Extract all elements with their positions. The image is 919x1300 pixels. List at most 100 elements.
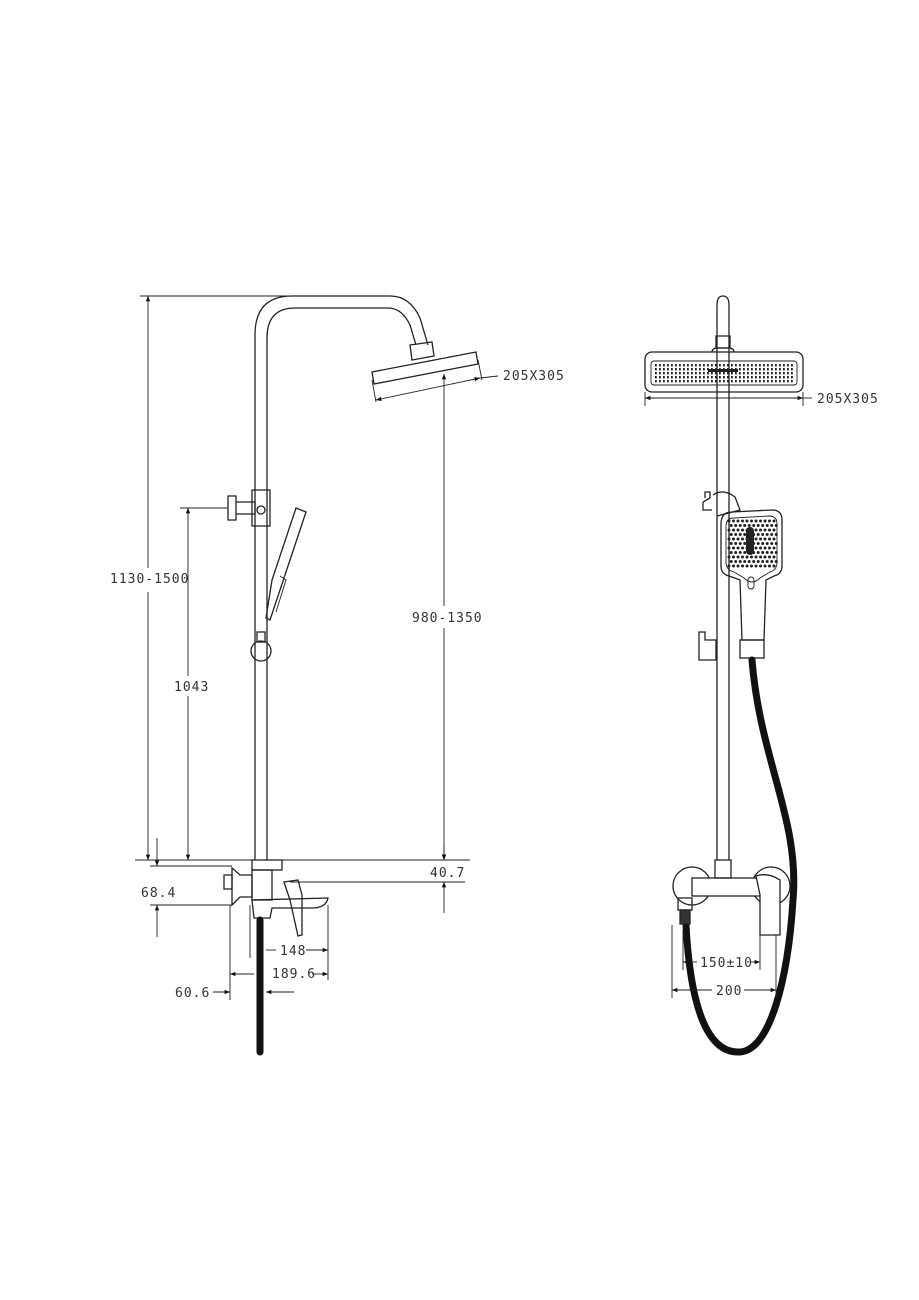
nozzle-dot bbox=[723, 380, 725, 383]
nozzle-dot bbox=[783, 368, 785, 371]
nozzle-dot bbox=[715, 364, 717, 367]
nozzle-dot bbox=[655, 376, 657, 379]
nozzle-dot bbox=[763, 380, 765, 383]
dim-centers: 150±10 bbox=[700, 956, 753, 971]
nozzle-dot bbox=[659, 380, 661, 383]
nozzle-dot bbox=[745, 564, 749, 568]
nozzle-dot bbox=[731, 364, 733, 367]
nozzle-dot bbox=[671, 380, 673, 383]
nozzle-dot bbox=[736, 555, 740, 559]
nozzle-dot bbox=[765, 542, 769, 545]
nozzle-dot bbox=[743, 364, 745, 367]
slide-knob bbox=[250, 640, 272, 662]
nozzle-dot bbox=[679, 372, 681, 375]
nozzle-dot bbox=[736, 519, 740, 523]
nozzle-dot bbox=[741, 519, 744, 523]
nozzle-dot bbox=[747, 372, 749, 375]
nozzle-dot bbox=[772, 555, 776, 559]
nozzle-dot bbox=[671, 368, 673, 371]
nozzle-dot bbox=[743, 551, 747, 554]
nozzle-dot bbox=[667, 372, 669, 375]
nozzle-dot bbox=[765, 533, 769, 536]
nozzle-dot bbox=[741, 537, 744, 541]
dim-head-size-side: 205X305 bbox=[503, 369, 565, 384]
nozzle-dot bbox=[787, 376, 789, 379]
nozzle-dot bbox=[727, 372, 729, 375]
nozzle-dot bbox=[767, 364, 769, 367]
nozzle-dot bbox=[707, 376, 709, 379]
slide-bracket bbox=[227, 489, 271, 527]
nozzle-dot bbox=[736, 564, 740, 568]
nozzle-dot bbox=[675, 376, 677, 379]
nozzle-dot bbox=[743, 380, 745, 383]
nozzle-dot bbox=[759, 546, 762, 550]
nozzle-dot bbox=[741, 555, 744, 559]
nozzle-dot bbox=[715, 380, 717, 383]
nozzle-dot bbox=[655, 364, 657, 367]
nozzle-dot bbox=[679, 368, 681, 371]
dim-offset-68: 68.4 bbox=[141, 886, 176, 901]
nozzle-dot bbox=[768, 555, 771, 559]
nozzle-dot bbox=[695, 376, 697, 379]
nozzle-dot bbox=[739, 372, 741, 375]
nozzle-dot bbox=[732, 555, 735, 559]
nozzle-dot bbox=[750, 519, 753, 523]
nozzle-dot bbox=[739, 376, 741, 379]
nozzle-dot bbox=[734, 524, 738, 527]
nozzle-dot bbox=[775, 376, 777, 379]
nozzle-dot bbox=[739, 380, 741, 383]
nozzle-dot bbox=[735, 364, 737, 367]
nozzle-dot bbox=[687, 364, 689, 367]
nozzle-dot bbox=[707, 368, 709, 371]
nozzle-dot bbox=[770, 542, 774, 545]
nozzle-dot bbox=[691, 380, 693, 383]
nozzle-dot bbox=[655, 372, 657, 375]
nozzle-dot bbox=[756, 560, 760, 563]
nozzle-dot bbox=[659, 376, 661, 379]
dim-total-height: 1130-1500 bbox=[110, 572, 189, 587]
nozzle-dot bbox=[679, 364, 681, 367]
nozzle-dot bbox=[719, 376, 721, 379]
overhead-shower-front bbox=[644, 351, 804, 393]
nozzle-dot bbox=[691, 376, 693, 379]
dim-spout-148: 148 bbox=[280, 944, 306, 959]
nozzle-dot bbox=[729, 542, 733, 545]
nozzle-dot bbox=[703, 368, 705, 371]
nozzle-dot bbox=[741, 546, 744, 550]
nozzle-dot bbox=[770, 524, 774, 527]
nozzle-dot bbox=[738, 560, 742, 563]
nozzle-dot bbox=[751, 376, 753, 379]
nozzle-dot bbox=[759, 364, 761, 367]
nozzle-dot bbox=[754, 546, 758, 550]
nozzle-dot bbox=[759, 380, 761, 383]
nozzle-dot bbox=[727, 528, 731, 532]
nozzle-dot bbox=[691, 368, 693, 371]
nozzle-dot bbox=[743, 376, 745, 379]
nozzle-dot bbox=[738, 524, 742, 527]
nozzle-dot bbox=[791, 380, 793, 383]
nozzle-dot bbox=[663, 380, 665, 383]
nozzle-dot bbox=[699, 372, 701, 375]
dim-head-height: 980-1350 bbox=[412, 611, 483, 626]
nozzle-dot bbox=[763, 528, 767, 532]
nozzle-dot bbox=[747, 524, 751, 527]
nozzle-dot bbox=[727, 537, 731, 541]
nozzle-dot bbox=[734, 551, 738, 554]
nozzle-dot bbox=[779, 368, 781, 371]
nozzle-dot bbox=[729, 524, 733, 527]
nozzle-dot bbox=[774, 533, 778, 536]
nozzle-dot bbox=[761, 542, 765, 545]
mixer-valve-front bbox=[672, 859, 791, 936]
nozzle-dot bbox=[734, 542, 738, 545]
nozzle-dot bbox=[695, 372, 697, 375]
nozzle-dot bbox=[756, 542, 760, 545]
nozzle-dot bbox=[736, 546, 740, 550]
nozzle-dot bbox=[734, 560, 738, 563]
nozzle-dot bbox=[732, 546, 735, 550]
nozzle-dot bbox=[683, 364, 685, 367]
nozzle-dot bbox=[761, 524, 765, 527]
nozzle-dot bbox=[765, 524, 769, 527]
nozzle-dot bbox=[663, 372, 665, 375]
nozzle-dot bbox=[732, 537, 735, 541]
